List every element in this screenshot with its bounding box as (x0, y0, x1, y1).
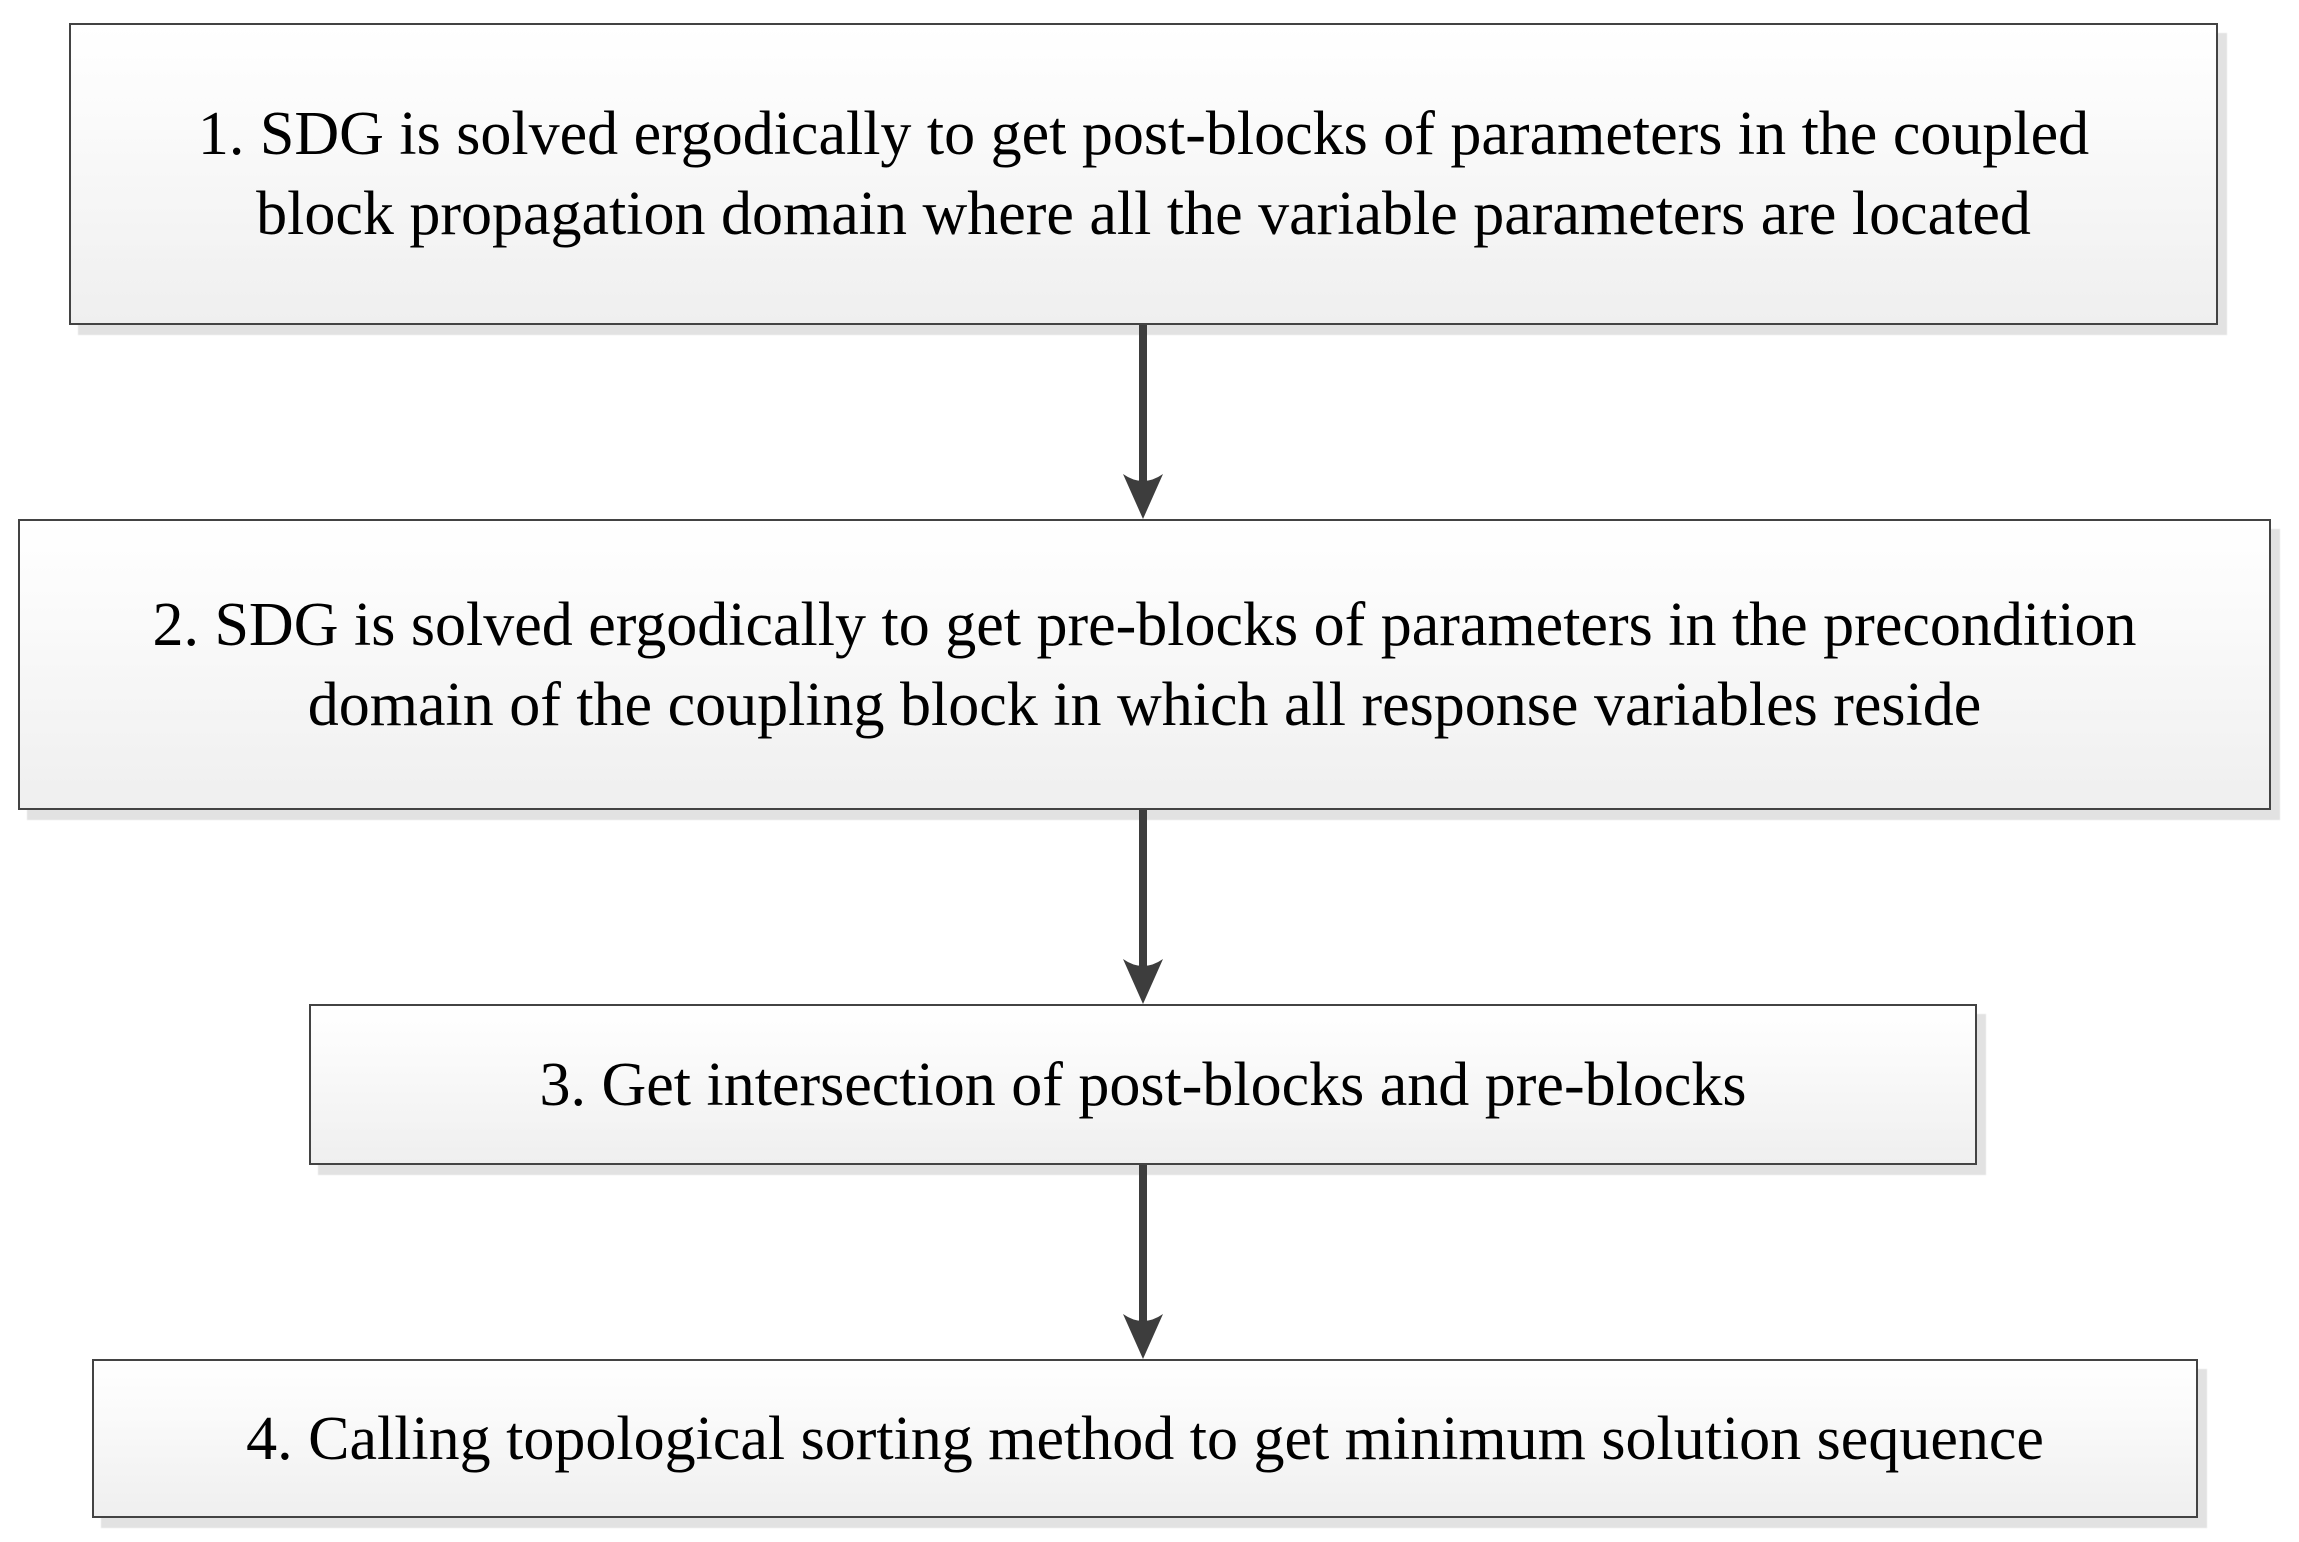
flow-step-2-line-1: 2. SDG is solved ergodically to get pre-… (152, 590, 2137, 659)
down-arrow-icon (1123, 325, 1163, 519)
flow-step-3: 3. Get intersection of post-blocks and p… (309, 1004, 1977, 1165)
flow-step-1: 1. SDG is solved ergodically to get post… (69, 23, 2218, 325)
flow-step-3-line-1: 3. Get intersection of post-blocks and p… (539, 1050, 1747, 1119)
flow-step-1-line-1: 1. SDG is solved ergodically to get post… (197, 100, 2090, 168)
flow-step-1-line-2: block propagation domain where all the v… (256, 180, 2031, 248)
down-arrow-icon (1123, 1165, 1163, 1359)
flow-step-2-line-2: domain of the coupling block in which al… (307, 670, 1982, 739)
flow-step-4: 4. Calling topological sorting method to… (92, 1359, 2198, 1518)
down-arrow-icon (1123, 810, 1163, 1004)
flow-step-4-line-1: 4. Calling topological sorting method to… (246, 1404, 2044, 1473)
flow-step-2: 2. SDG is solved ergodically to get pre-… (18, 519, 2271, 810)
